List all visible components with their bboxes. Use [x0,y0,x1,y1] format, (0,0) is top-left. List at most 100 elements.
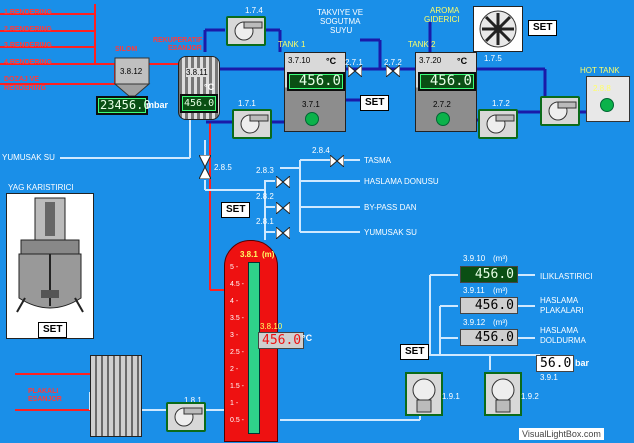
pump-1-8-1[interactable] [166,402,206,432]
valve-2-8-3[interactable] [275,174,291,193]
input-label: 1.RENDERING [4,9,52,16]
dest-label: TASMA [364,156,391,165]
input-label: 4.RENDERING [4,59,52,66]
flow-unit: (m³) [493,254,508,263]
tank-scale-tick: 4 - [230,298,239,305]
pump-icon [240,114,269,134]
exchanger-tag: 3.8.11 [186,68,208,77]
tank1-unit: °C [326,56,337,66]
hot-tank[interactable] [586,76,630,122]
flow-label: DOLDURMA [540,336,586,345]
fan-tag: 1.7.5 [484,54,502,63]
valves-set-button[interactable]: SET [221,202,251,218]
tank-scale-tick: 2 - [230,366,239,373]
tank2-status-indicator [436,112,450,126]
dest-label: BY-PASS DAN [364,203,417,212]
tank1-status-indicator [305,112,319,126]
aroma-label: GIDERICI [424,15,460,24]
flow-unit: (m³) [493,318,508,327]
valve-icon [275,200,291,216]
pump-tag: 1.9.1 [442,392,460,401]
valve-tag: 2.8.2 [256,192,274,201]
mixer-icon [16,197,84,313]
silo-icon [113,57,151,97]
valve-2-7-1[interactable] [347,63,363,82]
bar-pressure-unit: bar [575,358,590,368]
hot-tank-tag: 2.8.8 [593,84,611,93]
valve-2-8-2[interactable] [275,200,291,219]
tank2-name: TANK 2 [408,40,436,49]
flow-label: ILIKLASTIRICI [540,272,593,281]
flow-unit: (m³) [493,286,508,295]
tank-scale-tick: 5 - [230,264,239,271]
plate-heat-exchanger[interactable] [90,355,142,437]
input-label: 3.RENDERING [4,42,52,49]
mixer-label: YAG KARISTIRICI [8,183,74,192]
input-label: 2.RENDERING [4,26,52,33]
silo-name: SILOM [115,46,138,53]
tank-scale-tick: 4.5 - [230,281,245,288]
valve-tag: 2.8.4 [312,146,330,155]
valve-icon [275,225,291,241]
flow-label: HASLAMA [540,326,579,335]
flow-label: PLAKALARI [540,306,584,315]
pump-1-9-1[interactable] [405,372,443,416]
valve-2-8-1[interactable] [275,225,291,244]
cooling-label: SUYU [330,26,353,35]
exchanger-label: ESANJOR [168,45,202,52]
tank-temp-display: 456.0 [258,332,304,349]
pump-icon [412,378,436,413]
valve-tag: 2.8.1 [256,217,274,226]
valve-icon [198,154,212,180]
pump-tag: 1.8.1 [184,396,202,405]
exchanger-temp-unit: °C [204,82,215,92]
watermark: VisualLightBox.com [519,428,604,440]
tank-set-button[interactable]: SET [360,95,390,111]
fan-set-button[interactable]: SET [528,20,558,36]
pump-1-7-1[interactable] [232,109,272,139]
tank-temp-unit: °C [302,333,313,343]
flow-tag: 3.9.12 [463,318,486,327]
pump-tag: 1.7.2 [492,99,510,108]
pump-tag: 1.7.1 [238,99,256,108]
tank1-tag: 3.7.10 [288,56,311,65]
valve-2-8-5[interactable] [198,154,212,184]
valve-tag: 2.7.2 [384,58,402,67]
tank2-level-tag: 2.7.2 [433,100,451,109]
silo-tag: 3.8.12 [120,67,143,76]
flow-display: 456.0 [460,329,518,346]
tank-scale-tick: 3 - [230,332,239,339]
tank-scale-tick: 2.5 - [230,349,245,356]
pump-1-9-2[interactable] [484,372,522,416]
plate-hx-label: PLAKALI [28,388,59,395]
tank-level-unit: (m) [262,250,275,259]
tank-scale-tick: 0.5 - [230,417,245,424]
valve-2-7-2[interactable] [385,63,401,82]
valve-icon [385,63,401,79]
valve-tag: 2.8.3 [256,166,274,175]
silo-pressure-unit: mbar [146,100,169,110]
cooling-label: SOGUTMA [320,17,361,26]
dest-label: HASLAMA DONUSU [364,177,439,186]
flow-set-button[interactable]: SET [400,344,430,360]
aroma-fan[interactable] [473,6,523,52]
pump-1-7-4[interactable] [226,16,266,46]
fan-icon [479,10,517,48]
tank-level-tag: 3.8.1 [240,250,258,259]
mixer-set-button[interactable]: SET [38,322,68,338]
plate-hx-label: ESANJOR [28,396,62,403]
oil-mixer[interactable] [6,193,94,339]
silo-pressure-display: 23456.0 [96,96,151,115]
hot-tank-pump[interactable] [540,96,580,126]
valve-2-8-4[interactable] [329,153,345,172]
aroma-label: AROMA [430,6,460,15]
tank2-tag: 3.7.20 [419,56,442,65]
bar-pressure-display: 56.0 [536,355,574,372]
tank-temp-tag: 3.8.10 [260,322,283,331]
pump-1-7-2[interactable] [478,109,518,139]
tank2-unit: °C [457,56,468,66]
tank1-temp-display: 456.0 [287,72,345,91]
pump-tag: 1.9.2 [521,392,539,401]
